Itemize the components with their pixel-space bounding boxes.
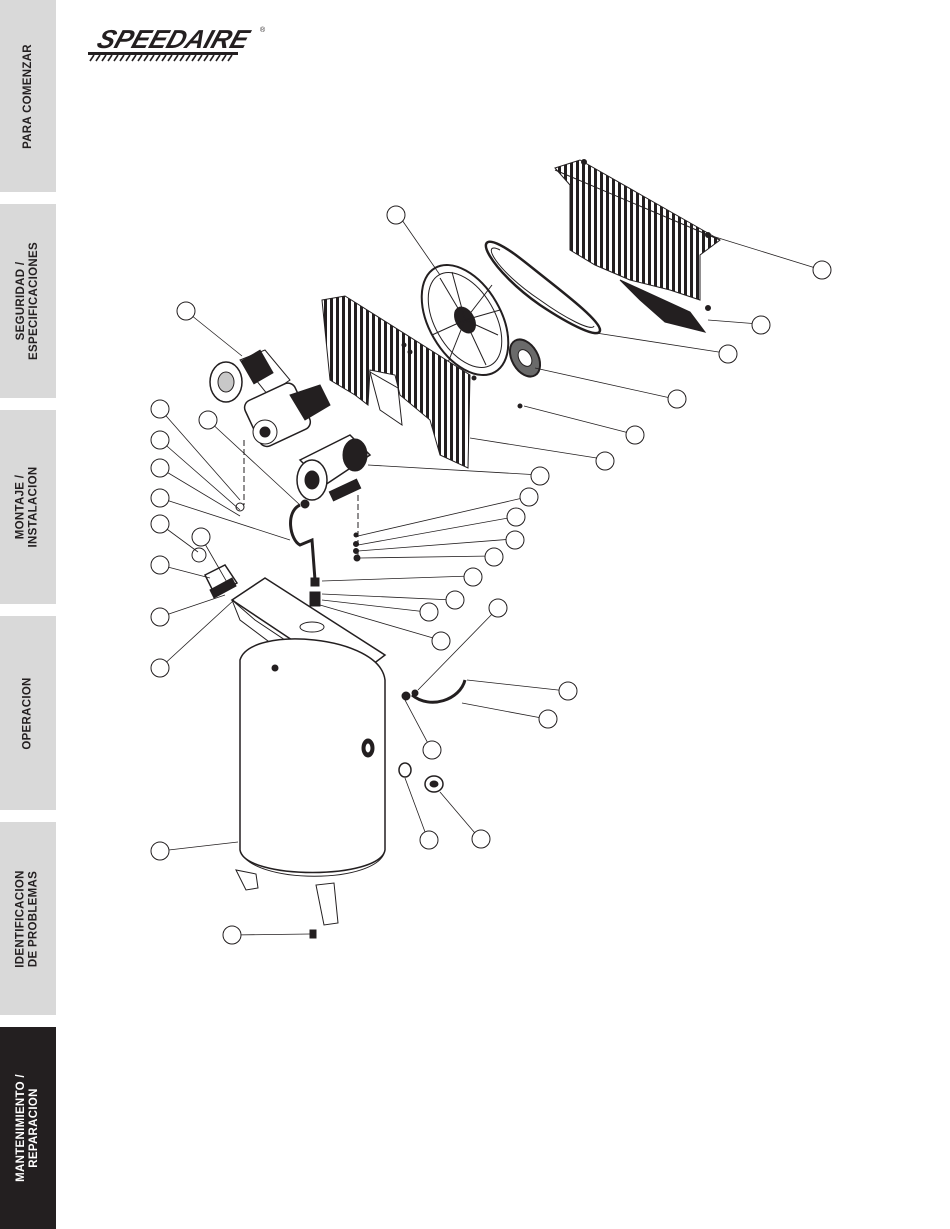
- tab-label: IDENTIFICACION DE PROBLEMAS: [15, 870, 41, 967]
- registered-mark: ®: [260, 26, 266, 34]
- tab-label: MONTAJE / INSTALACION: [15, 466, 41, 547]
- brand-wordmark: SPEEDAIRE: [94, 25, 255, 54]
- drain-hose: [412, 680, 465, 702]
- speedaire-logo: SPEEDAIRE ®: [82, 22, 272, 66]
- pressure-switch: [192, 548, 237, 598]
- tab-seguridad-especificaciones[interactable]: SEGURIDAD / ESPECIFICACIONES: [0, 204, 56, 398]
- tab-operacion[interactable]: OPERACION: [0, 616, 56, 810]
- tab-identificacion-problemas[interactable]: IDENTIFICACION DE PROBLEMAS: [0, 822, 56, 1015]
- air-tank: [236, 639, 385, 938]
- tab-label: PARA COMENZAR: [22, 44, 35, 149]
- tab-label: OPERACION: [22, 677, 35, 749]
- tab-para-comenzar[interactable]: PARA COMENZAR: [0, 0, 56, 192]
- motor-pulley: [504, 334, 547, 382]
- tab-label: MANTENIMIENTO / REPARACION: [15, 1074, 41, 1182]
- exploded-parts-diagram: [60, 150, 840, 960]
- tab-montaje-instalacion[interactable]: MONTAJE / INSTALACION: [0, 410, 56, 604]
- section-sidebar: PARA COMENZAR SEGURIDAD / ESPECIFICACION…: [0, 0, 56, 1229]
- o-ring: [399, 763, 411, 777]
- tab-label: SEGURIDAD / ESPECIFICACIONES: [15, 242, 41, 360]
- air-filter: [425, 776, 443, 792]
- tab-mantenimiento-reparacion[interactable]: MANTENIMIENTO / REPARACION: [0, 1027, 56, 1229]
- discharge-tube: [291, 505, 315, 580]
